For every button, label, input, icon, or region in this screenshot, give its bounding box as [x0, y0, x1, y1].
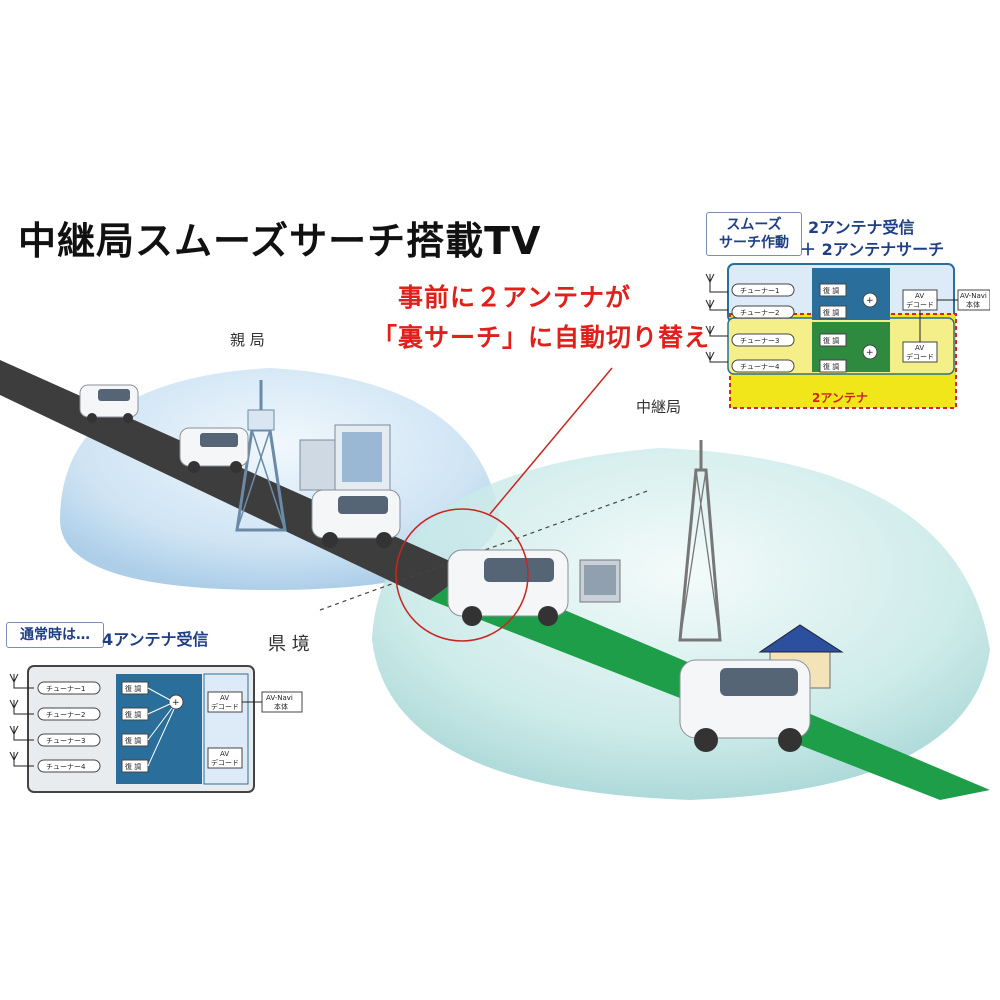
- bottom-av-decode-2-line-2: デコード: [211, 758, 239, 767]
- car-5: [679, 659, 811, 752]
- top-navi-line-2: 本体: [966, 300, 980, 309]
- callout-pointer: [489, 367, 613, 515]
- top-tuner-4: チューナー4: [740, 363, 780, 371]
- bottom-heading: 4アンテナ受信: [102, 630, 209, 649]
- road-dark-section: [0, 360, 470, 600]
- callout-line-2: 「裏サーチ」に自動切り替え: [372, 323, 711, 352]
- top-av-decode-1-line-2: デコード: [906, 300, 934, 309]
- parent-tower: [235, 380, 287, 532]
- callout-line-1: 事前に２アンテナが: [398, 283, 632, 312]
- top-av-decode-1-line-1: AV: [915, 292, 924, 300]
- normal-mode-label: 通常時は…: [20, 627, 90, 643]
- page-title: 中継局スムーズサーチ搭載TV: [18, 219, 542, 263]
- car-1: [79, 384, 139, 423]
- bottom-tuner-4: チューナー4: [46, 763, 86, 771]
- top-av-decode-2-line-1: AV: [915, 344, 924, 352]
- top-demod-4: 復 調: [823, 362, 839, 371]
- two-antenna-label: 2アンテナ: [812, 391, 868, 405]
- normal-mode-box: 通常時は…: [6, 622, 104, 648]
- car-4: [447, 549, 569, 626]
- top-demod-2: 復 調: [823, 308, 839, 317]
- relay-station-label: 中継局: [636, 398, 681, 416]
- mode-box-line-2: サーチ作動: [719, 235, 789, 251]
- top-tuner-1: チューナー1: [740, 287, 779, 295]
- border-label: 県 境: [268, 634, 310, 655]
- car-3: [311, 489, 401, 548]
- top-tuner-2: チューナー2: [740, 309, 779, 317]
- top-av-decode-2-line-2: デコード: [906, 352, 934, 361]
- bottom-navi-line-1: AV-Navi: [266, 694, 293, 702]
- bottom-av-decode-1-line-2: デコード: [211, 702, 239, 711]
- bottom-tuner-2: チューナー2: [46, 711, 85, 719]
- relay-tower: [678, 440, 722, 642]
- top-demod-3: 復 調: [823, 336, 839, 345]
- parent-station-label: 親 局: [230, 331, 265, 349]
- svg-text:+: +: [866, 348, 874, 358]
- relay-building: [579, 559, 621, 603]
- svg-text:+: +: [866, 296, 874, 306]
- top-navi-line-1: AV-Navi: [960, 292, 987, 300]
- car-2: [179, 427, 249, 473]
- smooth-search-mode-box: スムーズ サーチ作動: [706, 212, 802, 256]
- four-antenna-receive-diagram: チューナー1 チューナー2 チューナー3 チューナー4 復 調 復 調 復 調 …: [9, 665, 303, 793]
- parent-buildings: [299, 424, 391, 491]
- two-antenna-search-diagram: チューナー1 チューナー2 チューナー3 チューナー4 復 調 復 調 復 調 …: [705, 263, 990, 409]
- bottom-av-decode-1-line-1: AV: [220, 694, 229, 702]
- bottom-demod-4: 復 調: [125, 762, 141, 771]
- bottom-tuner-3: チューナー3: [46, 737, 85, 745]
- top-demod-1: 復 調: [823, 286, 839, 295]
- top-tuner-3: チューナー3: [740, 337, 779, 345]
- top-heading-line-2: ＋ 2アンテナサーチ: [800, 240, 945, 259]
- handover-highlight-circle: [395, 508, 529, 642]
- bottom-demod-3: 復 調: [125, 736, 141, 745]
- bottom-av-decode-2-line-1: AV: [220, 750, 229, 758]
- bottom-demod-1: 復 調: [125, 684, 141, 693]
- border-line: [319, 489, 651, 611]
- bottom-demod-2: 復 調: [125, 710, 141, 719]
- mode-box-line-1: スムーズ: [726, 217, 782, 233]
- top-heading-line-1: 2アンテナ受信: [808, 218, 915, 237]
- bottom-tuner-1: チューナー1: [46, 685, 85, 693]
- svg-text:+: +: [172, 698, 180, 708]
- bottom-navi-line-2: 本体: [274, 702, 288, 711]
